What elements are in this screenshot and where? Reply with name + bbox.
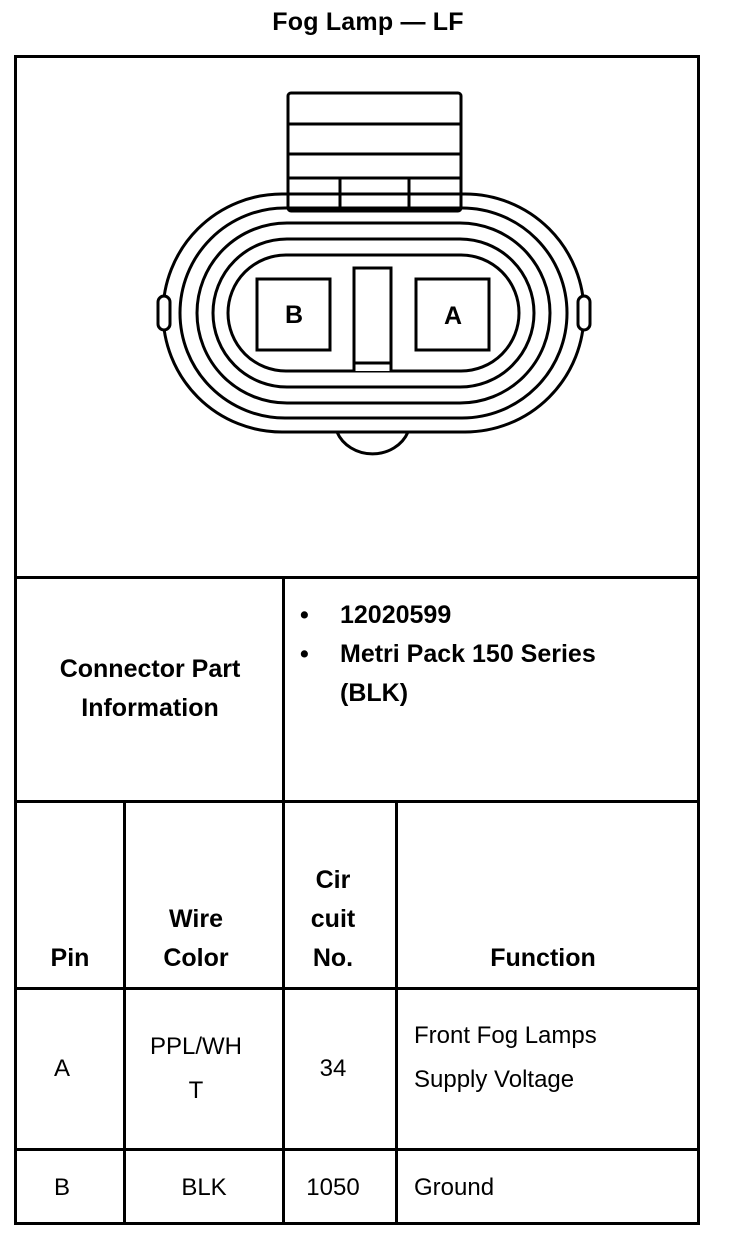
connector-shell-ring-3 bbox=[211, 237, 536, 389]
center-key bbox=[352, 266, 393, 371]
divider-diagram-bottom bbox=[14, 576, 700, 579]
divider-row-a-bottom bbox=[14, 1148, 700, 1151]
left-nub bbox=[156, 294, 172, 332]
row-a-pin: A bbox=[53, 1055, 70, 1082]
divider-partinfo-col bbox=[282, 576, 285, 1225]
divider-pin-col bbox=[123, 800, 126, 1225]
bullet: • bbox=[300, 601, 309, 629]
divider-partinfo-bottom bbox=[14, 800, 700, 803]
row-b-function: Ground bbox=[414, 1174, 495, 1201]
divider-header-bottom bbox=[14, 987, 700, 990]
connector-part-info-list: • 12020599 • Metri Pack 150 Series (BLK) bbox=[300, 596, 690, 713]
page-title: Fog Lamp — LF bbox=[272, 8, 464, 36]
connector-shell-ring-1 bbox=[178, 206, 569, 420]
divider-circuit-col bbox=[395, 800, 398, 1225]
connector-table-frame bbox=[14, 55, 700, 1225]
part-info-item: • 12020599 bbox=[300, 596, 690, 635]
header-circuit-no: Cir cuit No. bbox=[310, 866, 356, 972]
bullet: • bbox=[300, 640, 309, 668]
pin-b-label: B bbox=[285, 301, 303, 329]
bottom-tab bbox=[335, 431, 410, 456]
part-info-item: • Metri Pack 150 Series (BLK) bbox=[300, 635, 690, 713]
header-wire-color: Wire Color bbox=[163, 905, 229, 972]
connector-part-info-label: Connector Part Information bbox=[59, 655, 241, 722]
right-nub bbox=[576, 294, 592, 332]
part-number: 12020599 bbox=[340, 601, 452, 629]
pin-a-cavity bbox=[414, 277, 491, 352]
part-series: Metri Pack 150 Series (BLK) bbox=[340, 640, 596, 707]
header-pin: Pin bbox=[50, 944, 90, 972]
row-a-function: Front Fog Lamps Supply Voltage bbox=[414, 1022, 597, 1093]
row-a-wire-color: PPL/WHT bbox=[149, 1033, 242, 1104]
connector-face-diagram: B A bbox=[156, 91, 592, 456]
row-b-circuit: 1050 bbox=[306, 1174, 360, 1201]
row-b-wire-color: BLK bbox=[181, 1174, 227, 1201]
row-b-pin: B bbox=[53, 1174, 70, 1201]
pin-a-label: A bbox=[444, 302, 462, 330]
row-a-circuit: 34 bbox=[319, 1055, 347, 1082]
header-function: Function bbox=[490, 944, 596, 972]
connector-shell-ring-2 bbox=[195, 221, 552, 405]
pin-b-cavity bbox=[255, 277, 332, 352]
